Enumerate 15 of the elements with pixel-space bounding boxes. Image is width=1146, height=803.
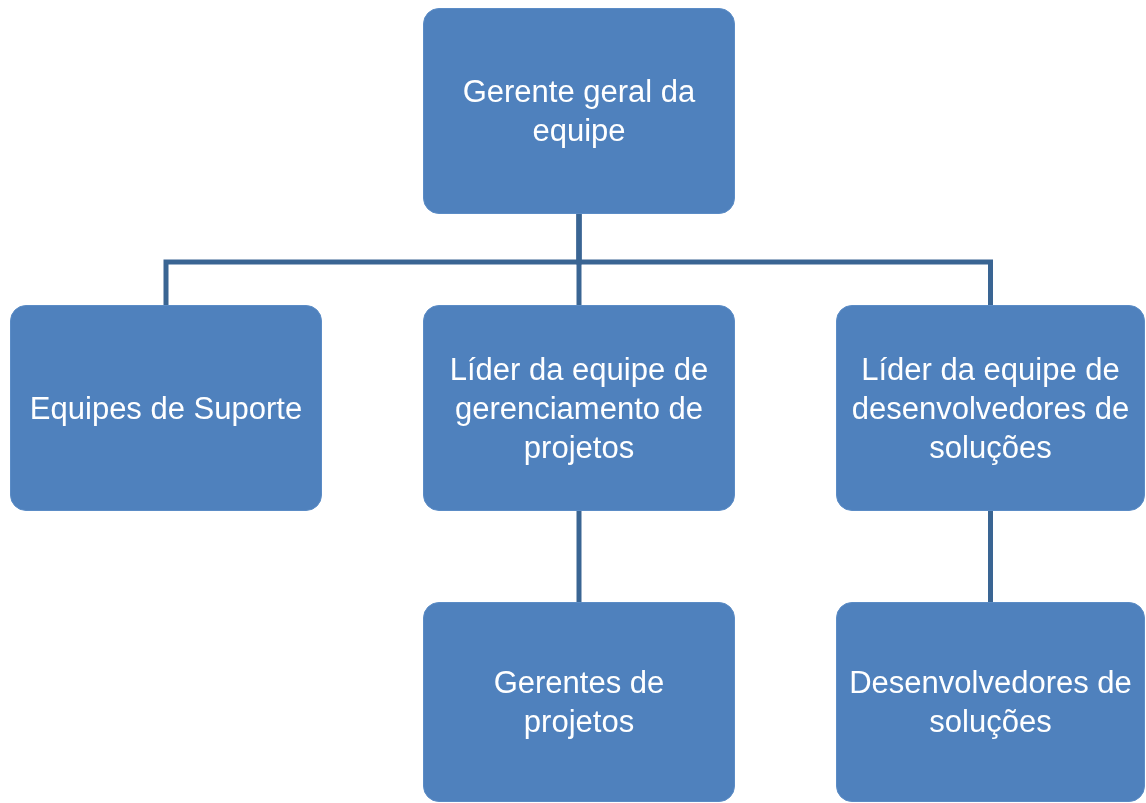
role-label: Equipes de Suporte [29, 389, 303, 428]
org-box [423, 8, 735, 214]
org-box [423, 305, 735, 511]
role-label: Líder da equipe de desenvolvedores de soluções [850, 350, 1131, 467]
role-label: Líder da equipe de gerenciamento de projetos [448, 350, 710, 467]
role-label: Gerente geral da equipe [461, 73, 697, 150]
role-label: Gerentes de projetos [492, 664, 666, 741]
org-box [836, 602, 1145, 802]
connector-line [988, 511, 993, 602]
role-label: Desenvolvedores de soluções [849, 664, 1132, 741]
connector-line [576, 511, 582, 602]
org-box [423, 602, 735, 802]
org-box [836, 305, 1145, 511]
connector-line [576, 214, 993, 305]
org-box [10, 305, 322, 511]
